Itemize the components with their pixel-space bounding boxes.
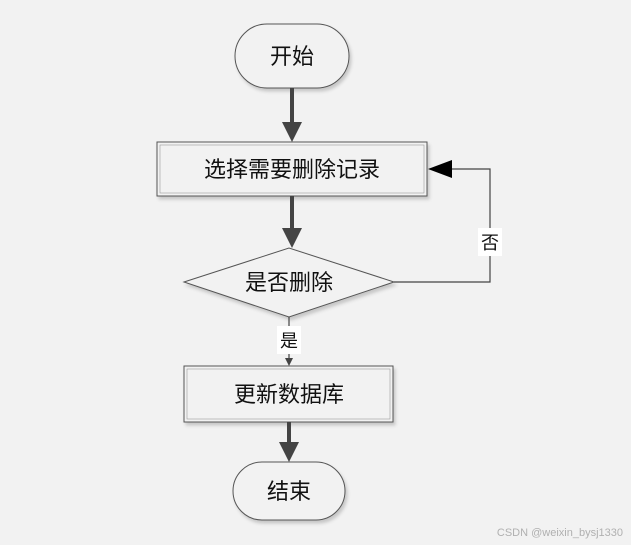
decision-label: 是否删除 <box>245 271 333 296</box>
end-label: 结束 <box>267 480 311 505</box>
decision-node: 是否删除 <box>182 247 396 318</box>
end-node: 结束 <box>232 461 346 521</box>
yes-branch-edge: 是 <box>277 317 301 366</box>
arrow-select-to-decision <box>282 196 302 248</box>
start-label: 开始 <box>270 45 314 70</box>
update-database-node: 更新数据库 <box>183 365 394 423</box>
no-branch-label: 否 <box>481 233 499 254</box>
select-records-node: 选择需要删除记录 <box>156 141 428 197</box>
watermark: CSDN @weixin_bysj1330 <box>496 527 623 539</box>
start-node: 开始 <box>234 23 350 89</box>
yes-branch-label: 是 <box>280 331 298 352</box>
arrow-start-to-select <box>282 88 302 142</box>
update-database-label: 更新数据库 <box>234 383 344 408</box>
select-records-label: 选择需要删除记录 <box>204 158 380 183</box>
arrow-update-to-end <box>279 422 299 462</box>
no-branch-edge: 否 <box>394 160 502 283</box>
